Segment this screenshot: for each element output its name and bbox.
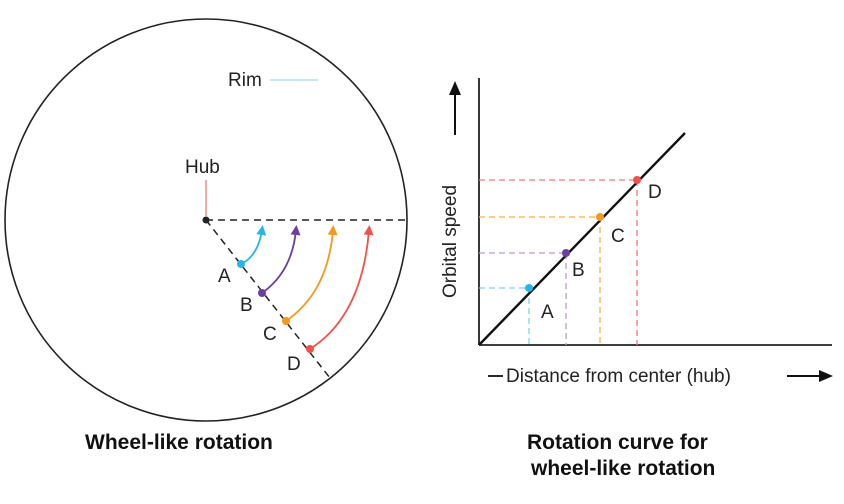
x-axis-label: Distance from center (hub) — [506, 366, 731, 387]
wheel-label-D: D — [287, 354, 301, 375]
curve-caption-line2: wheel-like rotation — [530, 457, 715, 480]
wheel-label-C: C — [263, 324, 277, 345]
arc-A — [240, 225, 267, 265]
curve-label-C: C — [611, 226, 625, 247]
rotation-curve-line — [478, 132, 686, 346]
wheel-rim — [4, 18, 408, 422]
wheel-label-A: A — [218, 266, 231, 287]
guide-lines-A — [479, 287, 530, 345]
guide-lines-D — [479, 179, 638, 345]
wheel-point-A — [237, 260, 245, 268]
wheel-point-D — [306, 345, 314, 353]
curve-caption-line1: Rotation curve for — [527, 431, 708, 454]
wheel-point-B — [258, 289, 266, 297]
curve-point-A — [525, 284, 533, 292]
y-axis-label: Orbital speed — [440, 185, 461, 298]
arc-D — [309, 225, 374, 350]
guide-lines-B — [479, 252, 567, 345]
wheel-label-B: B — [240, 295, 253, 316]
curve-point-D — [633, 176, 641, 184]
curve-label-B: B — [572, 260, 585, 281]
wheel-point-C — [282, 317, 290, 325]
arc-B — [261, 225, 301, 294]
hub-point — [202, 216, 210, 224]
arc-C — [285, 225, 338, 322]
wheel-caption: Wheel-like rotation — [85, 431, 273, 454]
rotation-curve-graph: Orbital speed Distance from center (hub) — [440, 78, 833, 480]
curve-label-A: A — [541, 302, 554, 323]
curve-label-D: D — [648, 182, 662, 203]
wheel-diagram: Rim Hub A B C D Wheel-like rotation — [4, 18, 408, 454]
rim-label: Rim — [228, 70, 262, 91]
hub-label: Hub — [185, 157, 220, 178]
curve-point-B — [562, 249, 570, 257]
guide-lines-C — [479, 216, 601, 345]
curve-point-C — [596, 213, 604, 221]
diagonal-radius — [205, 219, 331, 379]
